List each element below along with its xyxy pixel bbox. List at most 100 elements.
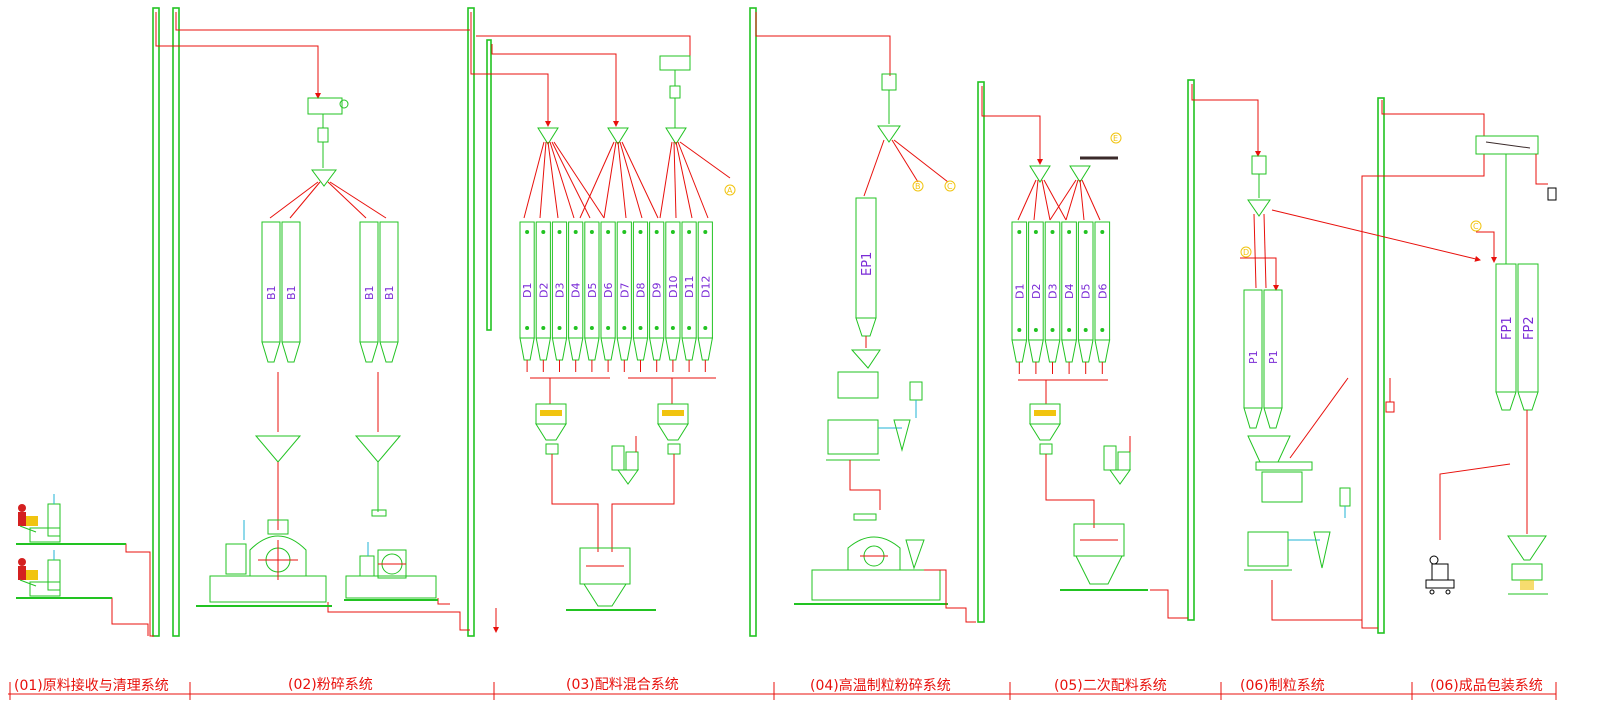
bin-label: D3 <box>1047 284 1060 299</box>
bin-label: B1 <box>265 285 278 300</box>
pellet-bins: P1 P1 <box>1243 289 1283 429</box>
dosing-bin: D10 <box>665 221 681 372</box>
dosing-bin: D6 <box>1094 221 1111 374</box>
bin-label: D10 <box>667 276 680 298</box>
marker-e: E <box>1113 134 1118 143</box>
section-label-batching: (03)配料混合系统 <box>566 677 679 693</box>
bin-label: D4 <box>1063 284 1076 299</box>
marker-d: D <box>1243 248 1249 257</box>
bag-scale-icon <box>1425 555 1455 595</box>
elevator-5 <box>749 7 757 637</box>
bin-label: P1 <box>1267 350 1280 364</box>
bin-label: EP1 <box>860 252 875 276</box>
dosing-collection <box>530 377 716 404</box>
ep-bin: EP1 <box>855 197 877 337</box>
dosing-bin: D6 <box>600 221 616 372</box>
section-label-hightemp: (04)高温制粒粉碎系统 <box>810 677 951 694</box>
micro-additive-station <box>611 436 639 485</box>
dosing-bin: D5 <box>1077 221 1094 374</box>
hammer-mill-b <box>344 542 438 601</box>
hightemp-system: B C EP1 <box>794 73 976 623</box>
dosing-bin: D1 <box>1011 221 1028 374</box>
batching-distributors: A <box>523 55 736 219</box>
marker-a: A <box>727 186 733 195</box>
section-label-bar: (01)原料接收与清理系统 (02)粉碎系统 (03)配料混合系统 (04)高温… <box>8 677 1557 700</box>
receiving-station <box>16 494 126 599</box>
crumbler-mill <box>794 536 948 605</box>
expander <box>837 371 923 418</box>
dosing-bin: D5 <box>584 221 600 372</box>
second-micro-station <box>1103 436 1131 485</box>
section-label-pelleting: (06)制粒系统 <box>1240 678 1325 694</box>
batch-scale-a <box>535 403 567 455</box>
elevator-7 <box>1187 79 1195 621</box>
dosing-bin: D11 <box>681 221 697 372</box>
finished-bins: FP1 FP2 <box>1495 263 1539 411</box>
dosing-bin: D8 <box>632 221 649 372</box>
bin-label: FP1 <box>1500 316 1515 340</box>
bin-label: D3 <box>554 283 567 298</box>
elevator-6 <box>977 81 985 623</box>
bin-label: D2 <box>1030 284 1043 299</box>
screener-top <box>1475 135 1557 201</box>
dosing-bin: D4 <box>1061 221 1078 374</box>
elevator-2 <box>172 7 180 637</box>
bin-label: D1 <box>521 283 534 298</box>
second-batch-scale <box>1029 403 1061 455</box>
bin-label: D9 <box>651 283 664 298</box>
batch-scale-b <box>657 403 689 455</box>
pellet-mill <box>1255 461 1351 518</box>
operator-icon <box>18 504 38 533</box>
section-label-grinding: (02)粉碎系统 <box>288 677 373 693</box>
operator-icon <box>18 558 38 587</box>
pellet-cooler <box>1244 531 1331 571</box>
bin-label: B1 <box>363 285 376 300</box>
grinding-bin-pair-b: B1 B1 <box>354 221 402 517</box>
dosing-bin: D7 <box>616 221 633 372</box>
intake-pit-lower <box>16 550 112 599</box>
bin-label: D4 <box>570 283 583 298</box>
pelleting-system: D P1 P1 <box>1240 155 1395 621</box>
bin-label: D11 <box>683 276 696 298</box>
section-label-second-batching: (05)二次配料系统 <box>1054 678 1167 694</box>
elevator-4 <box>486 39 492 331</box>
feeder-top <box>307 97 349 168</box>
bin-label: D8 <box>635 283 648 298</box>
bin-label: D1 <box>1013 284 1026 299</box>
bin-label: D7 <box>618 283 631 298</box>
bin-label: B1 <box>383 285 396 300</box>
dosing-bin: D3 <box>551 221 568 372</box>
bin-label: FP2 <box>1522 316 1537 340</box>
bin-label: D6 <box>602 283 615 298</box>
grinding-system: B1 B1 B1 B1 <box>196 97 438 607</box>
second-mixer <box>1060 523 1148 591</box>
bin-label: D5 <box>586 283 599 298</box>
elevator-8 <box>1377 97 1385 634</box>
marker-b: B <box>915 182 921 191</box>
scale-to-mixer <box>551 454 675 552</box>
bin-label: D5 <box>1080 284 1093 299</box>
dosing-bin: D12 <box>697 221 714 372</box>
hammer-mill-a <box>196 519 332 607</box>
marker-c2: C <box>1473 222 1479 231</box>
section-label-receiving: (01)原料接收与清理系统 <box>14 677 169 694</box>
mixer <box>566 547 656 611</box>
dosing-bin: D4 <box>567 221 584 372</box>
dosing-bin: D2 <box>1027 221 1044 374</box>
grinding-bin-pair-a: B1 B1 <box>254 221 302 530</box>
intake-pit-upper <box>16 494 126 545</box>
marker-c: C <box>947 182 953 191</box>
elevators <box>152 7 1385 637</box>
bin-label: B1 <box>285 285 298 300</box>
distributor-cone <box>269 169 387 219</box>
dosing-bin: D3 <box>1044 221 1061 374</box>
dosing-bin: D1 <box>519 221 535 372</box>
section-label-packing: (06)成品包装系统 <box>1430 678 1543 694</box>
bin-label: D12 <box>699 276 712 298</box>
dosing-bin: D2 <box>535 221 552 372</box>
